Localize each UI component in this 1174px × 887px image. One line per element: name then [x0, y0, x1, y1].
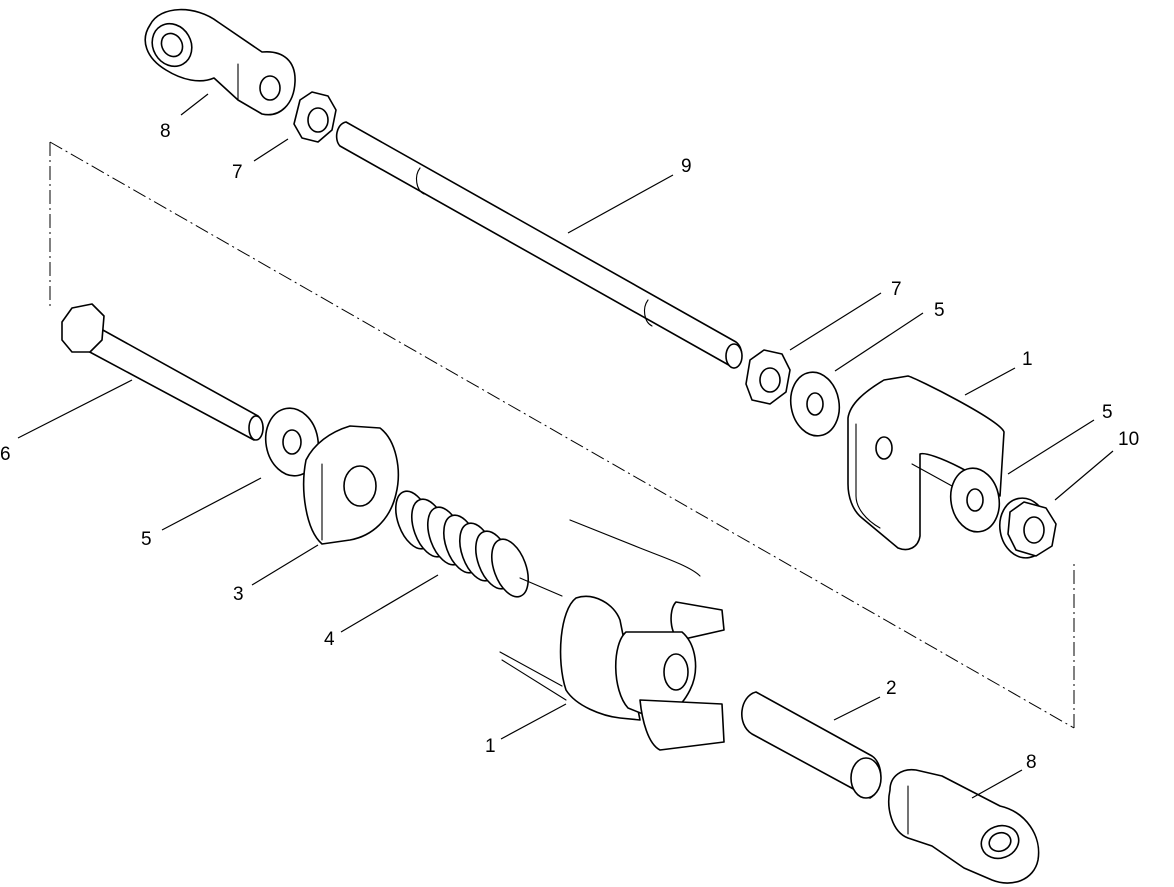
- bolt: [61, 303, 264, 441]
- leader-lines: [17, 93, 1114, 799]
- callout-4: 4: [324, 629, 335, 650]
- callout-8-bottom: 8: [1026, 752, 1037, 773]
- flange-nut: [998, 497, 1057, 559]
- callout-7-right: 7: [891, 279, 902, 300]
- callout-10: 10: [1118, 429, 1139, 450]
- spring-seat: [302, 425, 400, 545]
- callout-1-bottom: 1: [485, 736, 496, 757]
- compression-spring: [394, 490, 530, 598]
- callout-3: 3: [233, 584, 244, 605]
- callout-7-top: 7: [232, 162, 243, 183]
- washer-right: [789, 371, 841, 437]
- assembly-centerline: [49, 141, 1075, 729]
- bracket-bottom: [499, 519, 725, 751]
- callout-1-top: 1: [1022, 349, 1033, 370]
- callout-6: 6: [0, 444, 11, 465]
- threaded-rod: [335, 121, 743, 369]
- callout-9: 9: [681, 156, 692, 177]
- sleeve: [741, 691, 882, 799]
- rod-end-top: [144, 8, 296, 116]
- callout-8-top: 8: [160, 121, 171, 142]
- rod-end-bottom: [888, 768, 1040, 884]
- washer-far: [949, 467, 1001, 533]
- callout-labels: 8 7 9 7 5 1 5 10 6 5 3 4 1 2 8: [0, 121, 1139, 773]
- washer-left: [264, 407, 320, 477]
- callout-5-right: 5: [934, 300, 945, 321]
- callout-5-far: 5: [1102, 402, 1113, 423]
- callout-5-left: 5: [141, 529, 152, 550]
- jam-nut-right: [745, 349, 791, 405]
- jam-nut-top: [293, 91, 337, 143]
- callout-2: 2: [886, 678, 897, 699]
